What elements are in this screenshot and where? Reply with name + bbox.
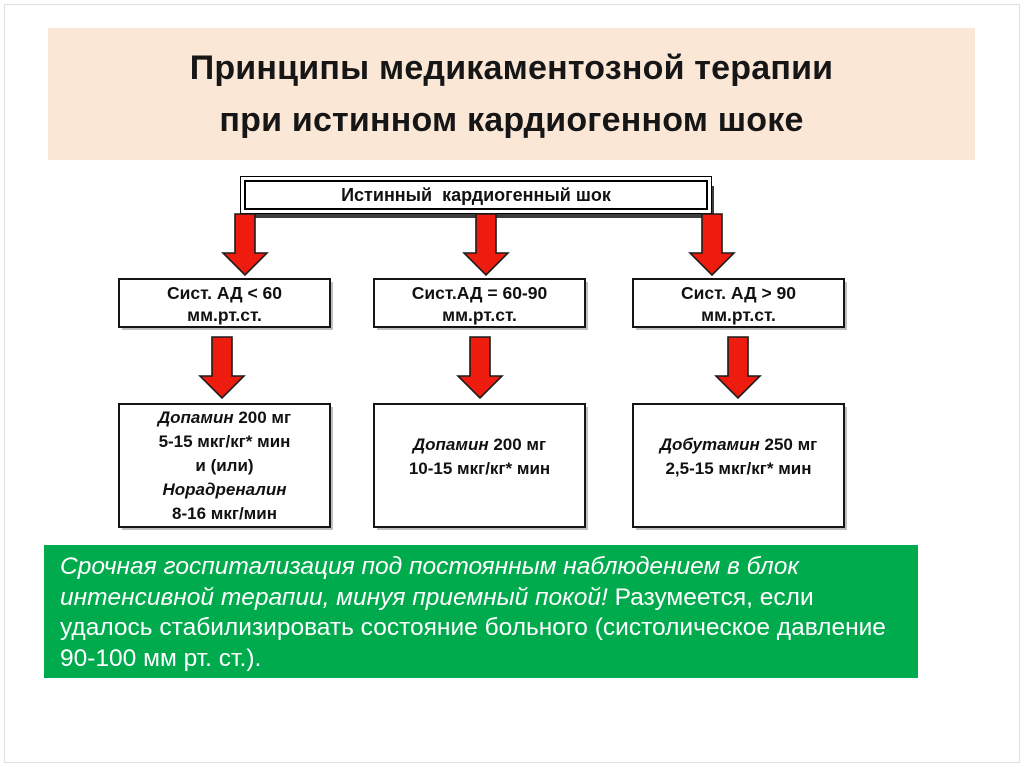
drug-line: 8-16 мкг/мин <box>172 504 277 523</box>
down-arrow-icon <box>714 336 762 400</box>
drug-dose: 250 мг <box>759 435 818 454</box>
drug-name: Норадреналин <box>162 480 287 499</box>
drug-box-dobutamine: Добутамин 250 мг 2,5-15 мкг/кг* мин <box>632 403 845 528</box>
drug-dose: 200 мг <box>233 408 292 427</box>
bp-box-mid: Сист.АД = 60-90 мм.рт.ст. <box>373 278 586 328</box>
bp-box-low: Сист. АД < 60 мм.рт.ст. <box>118 278 331 328</box>
page-title-line-2: при истинном кардиогенном шоке <box>219 101 804 139</box>
drug-line: Добутамин 250 мг <box>634 433 843 457</box>
bp-low-line-2: мм.рт.ст. <box>187 305 262 325</box>
title-banner: Принципы медикаментозной терапии при ист… <box>48 28 975 160</box>
drug-box-dopamine-noradrenaline: Допамин 200 мг 5-15 мкг/кг* мин и (или) … <box>118 403 331 528</box>
down-arrow-icon <box>221 213 269 277</box>
drug-name: Допамин <box>157 408 234 427</box>
bp-high-line-1: Сист. АД > 90 <box>680 283 797 303</box>
down-arrow-icon <box>462 213 510 277</box>
banner-italic-text: Срочная госпитализация под постоянным на… <box>60 553 799 611</box>
drug-line: Допамин 200 мг <box>120 406 329 430</box>
root-box: Истинный кардиогенный шок <box>240 176 712 214</box>
down-arrow-icon <box>198 336 246 400</box>
drug-name: Добутамин <box>659 435 760 454</box>
drug-line: 2,5-15 мкг/кг* мин <box>665 459 812 478</box>
root-box-label: Истинный кардиогенный шок <box>341 184 611 205</box>
drug-name: Допамин <box>412 435 489 454</box>
page-title-line-1: Принципы медикаментозной терапии <box>189 49 834 87</box>
root-box-inner-border: Истинный кардиогенный шок <box>244 180 708 210</box>
banner-regular-text: Разумеется, если удалось стабилизировать… <box>60 583 886 672</box>
drug-line: 10-15 мкг/кг* мин <box>408 459 551 478</box>
drug-line: и (или) <box>195 456 254 475</box>
down-arrow-icon <box>688 213 736 277</box>
drug-line: Допамин 200 мг <box>375 433 584 457</box>
hospitalization-banner: Срочная госпитализация под постоянным на… <box>44 545 918 678</box>
bp-mid-line-1: Сист.АД = 60-90 <box>411 283 548 303</box>
bp-mid-line-2: мм.рт.ст. <box>442 305 517 325</box>
drug-line: 5-15 мкг/кг* мин <box>158 432 291 451</box>
drug-dose: 200 мг <box>488 435 547 454</box>
down-arrow-icon <box>456 336 504 400</box>
bp-low-line-1: Сист. АД < 60 <box>166 283 283 303</box>
drug-box-dopamine: Допамин 200 мг 10-15 мкг/кг* мин <box>373 403 586 528</box>
bp-high-line-2: мм.рт.ст. <box>701 305 776 325</box>
bp-box-high: Сист. АД > 90 мм.рт.ст. <box>632 278 845 328</box>
